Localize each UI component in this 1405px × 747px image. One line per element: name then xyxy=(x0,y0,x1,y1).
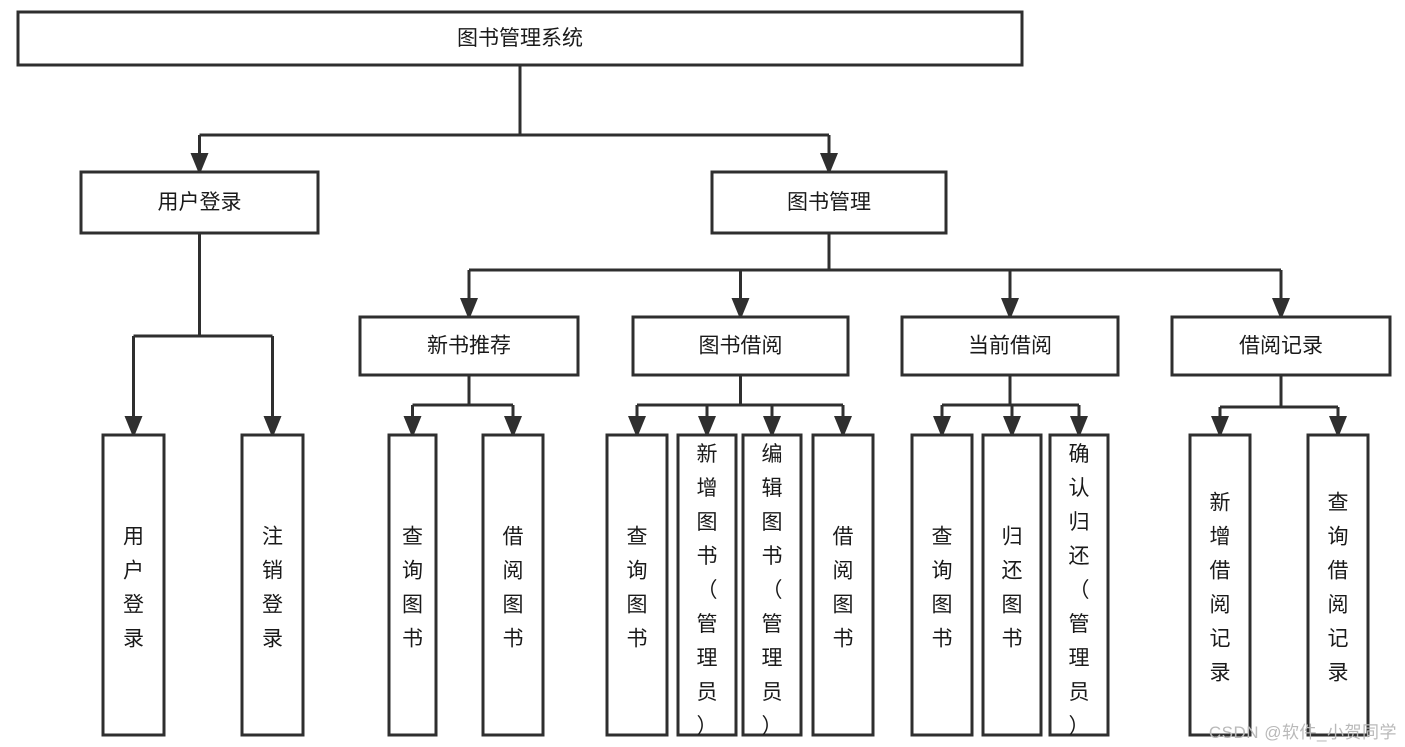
node-box-leaf-return-book[interactable] xyxy=(981,433,1043,737)
arrow-head-icon xyxy=(460,298,478,320)
arrow-head-icon xyxy=(1003,416,1021,438)
conn-book-management-to-level3 xyxy=(460,233,1290,320)
arrow-head-icon xyxy=(820,153,838,175)
node-box-leaf-add-book-admin[interactable] xyxy=(676,433,738,737)
arrow-head-icon xyxy=(124,416,143,438)
node-label-new-book-recommend: 新书推荐 xyxy=(427,335,511,358)
node-box-leaf-query-borrow-record[interactable] xyxy=(1306,433,1370,737)
node-label-leaf-add-book-admin: 新增图书（管理员） xyxy=(697,443,718,738)
node-label-leaf-edit-book-admin: 编辑图书（管理员） xyxy=(762,443,783,738)
arrow-head-icon xyxy=(1329,416,1347,438)
arrow-head-icon xyxy=(763,416,781,438)
node-box-book-management[interactable] xyxy=(710,170,948,235)
node-label-leaf-add-borrow-record: 新增借阅记录 xyxy=(1210,492,1231,685)
node-book-management[interactable]: 图书管理 xyxy=(710,170,948,235)
node-book-borrow[interactable]: 图书借阅 xyxy=(631,315,850,377)
node-leaf-query-borrow-record[interactable]: 查询借阅记录 xyxy=(1306,433,1370,737)
node-box-new-book-recommend[interactable] xyxy=(358,315,580,377)
node-leaf-add-borrow-record[interactable]: 新增借阅记录 xyxy=(1188,433,1252,737)
nodes-layer: 图书管理系统用户登录图书管理新书推荐图书借阅当前借阅借阅记录用户登录注销登录查询… xyxy=(16,10,1392,738)
arrow-head-icon xyxy=(1272,298,1290,320)
conn-user-login-to-leaves xyxy=(124,233,282,438)
node-leaf-add-book-admin[interactable]: 新增图书（管理员） xyxy=(676,433,738,738)
conn-book-borrow-to-leaves xyxy=(628,375,852,438)
node-box-leaf-query-book-current[interactable] xyxy=(910,433,974,737)
connectors-layer xyxy=(124,65,1347,438)
node-label-current-borrow: 当前借阅 xyxy=(968,335,1052,358)
arrow-head-icon xyxy=(731,298,750,320)
node-current-borrow[interactable]: 当前借阅 xyxy=(900,315,1120,377)
node-leaf-confirm-return-admin[interactable]: 确认归还（管理员） xyxy=(1048,433,1110,738)
node-box-leaf-query-book-rec[interactable] xyxy=(387,433,438,737)
node-box-book-borrow[interactable] xyxy=(631,315,850,377)
node-leaf-query-book-current[interactable]: 查询图书 xyxy=(910,433,974,737)
node-label-leaf-confirm-return-admin: 确认归还（管理员） xyxy=(1069,443,1090,738)
arrow-head-icon xyxy=(698,416,716,438)
node-label-leaf-return-book: 归还图书 xyxy=(1002,526,1023,651)
node-label-root: 图书管理系统 xyxy=(457,27,583,50)
node-label-borrow-records: 借阅记录 xyxy=(1239,335,1323,358)
node-leaf-edit-book-admin[interactable]: 编辑图书（管理员） xyxy=(741,433,803,738)
watermark-text: CSDN @软件_小贺同学 xyxy=(1208,723,1397,742)
arrow-head-icon xyxy=(933,416,951,438)
node-label-leaf-borrow-book-rec: 借阅图书 xyxy=(503,526,524,651)
node-leaf-query-book-borrow[interactable]: 查询图书 xyxy=(605,433,669,737)
node-box-leaf-borrow-book-rec[interactable] xyxy=(481,433,545,737)
arrow-head-icon xyxy=(834,416,852,438)
node-label-leaf-borrow-book: 借阅图书 xyxy=(833,526,854,651)
node-leaf-query-book-rec[interactable]: 查询图书 xyxy=(387,433,438,737)
node-root[interactable]: 图书管理系统 xyxy=(16,10,1024,67)
node-box-borrow-records[interactable] xyxy=(1170,315,1392,377)
node-label-leaf-user-login: 用户登录 xyxy=(123,526,144,651)
node-borrow-records[interactable]: 借阅记录 xyxy=(1170,315,1392,377)
node-label-leaf-query-book-borrow: 查询图书 xyxy=(627,526,648,651)
node-box-leaf-add-borrow-record[interactable] xyxy=(1188,433,1252,737)
node-label-book-borrow: 图书借阅 xyxy=(699,335,783,358)
node-leaf-return-book[interactable]: 归还图书 xyxy=(981,433,1043,737)
node-leaf-logout[interactable]: 注销登录 xyxy=(240,433,305,737)
node-box-leaf-confirm-return-admin[interactable] xyxy=(1048,433,1110,737)
node-label-leaf-query-borrow-record: 查询借阅记录 xyxy=(1328,492,1349,685)
conn-borrow-records-to-leaves xyxy=(1211,375,1347,438)
arrow-head-icon xyxy=(628,416,646,438)
node-box-current-borrow[interactable] xyxy=(900,315,1120,377)
arrow-head-icon xyxy=(504,416,522,438)
node-label-user-login: 用户登录 xyxy=(158,191,242,214)
conn-current-borrow-to-leaves xyxy=(933,375,1088,438)
conn-new-book-to-leaves xyxy=(403,375,522,438)
node-box-leaf-query-book-borrow[interactable] xyxy=(605,433,669,737)
arrow-head-icon xyxy=(190,153,209,175)
arrow-head-icon xyxy=(1001,298,1019,320)
arrow-head-icon xyxy=(1211,416,1229,438)
node-box-root[interactable] xyxy=(16,10,1024,67)
node-box-leaf-borrow-book[interactable] xyxy=(811,433,875,737)
arrow-head-icon xyxy=(1070,416,1088,438)
node-user-login[interactable]: 用户登录 xyxy=(79,170,320,235)
node-box-user-login[interactable] xyxy=(79,170,320,235)
node-label-book-management: 图书管理 xyxy=(787,191,871,214)
node-leaf-borrow-book[interactable]: 借阅图书 xyxy=(811,433,875,737)
node-box-leaf-logout[interactable] xyxy=(240,433,305,737)
node-leaf-user-login[interactable]: 用户登录 xyxy=(101,433,166,737)
conn-root-to-level2 xyxy=(190,65,838,175)
node-box-leaf-user-login[interactable] xyxy=(101,433,166,737)
node-leaf-borrow-book-rec[interactable]: 借阅图书 xyxy=(481,433,545,737)
arrow-head-icon xyxy=(263,416,282,438)
node-new-book-recommend[interactable]: 新书推荐 xyxy=(358,315,580,377)
arrow-head-icon xyxy=(403,416,422,438)
node-label-leaf-logout: 注销登录 xyxy=(262,526,283,651)
node-label-leaf-query-book-rec: 查询图书 xyxy=(402,526,423,651)
node-label-leaf-query-book-current: 查询图书 xyxy=(932,526,953,651)
node-box-leaf-edit-book-admin[interactable] xyxy=(741,433,803,737)
